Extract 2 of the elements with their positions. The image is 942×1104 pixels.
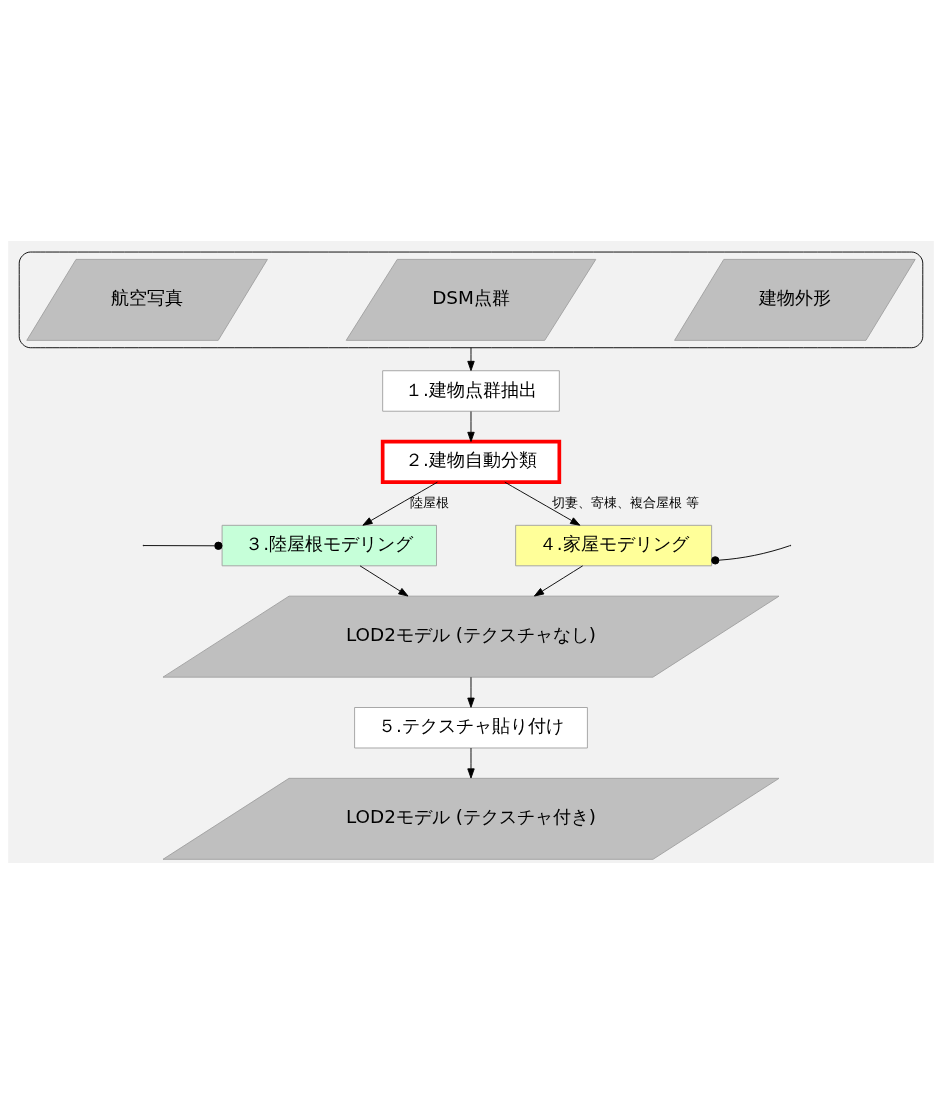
edge-label: 陸屋根 (409, 495, 449, 511)
edge-label: 切妻、寄棟、複合屋根 等 (552, 495, 700, 511)
